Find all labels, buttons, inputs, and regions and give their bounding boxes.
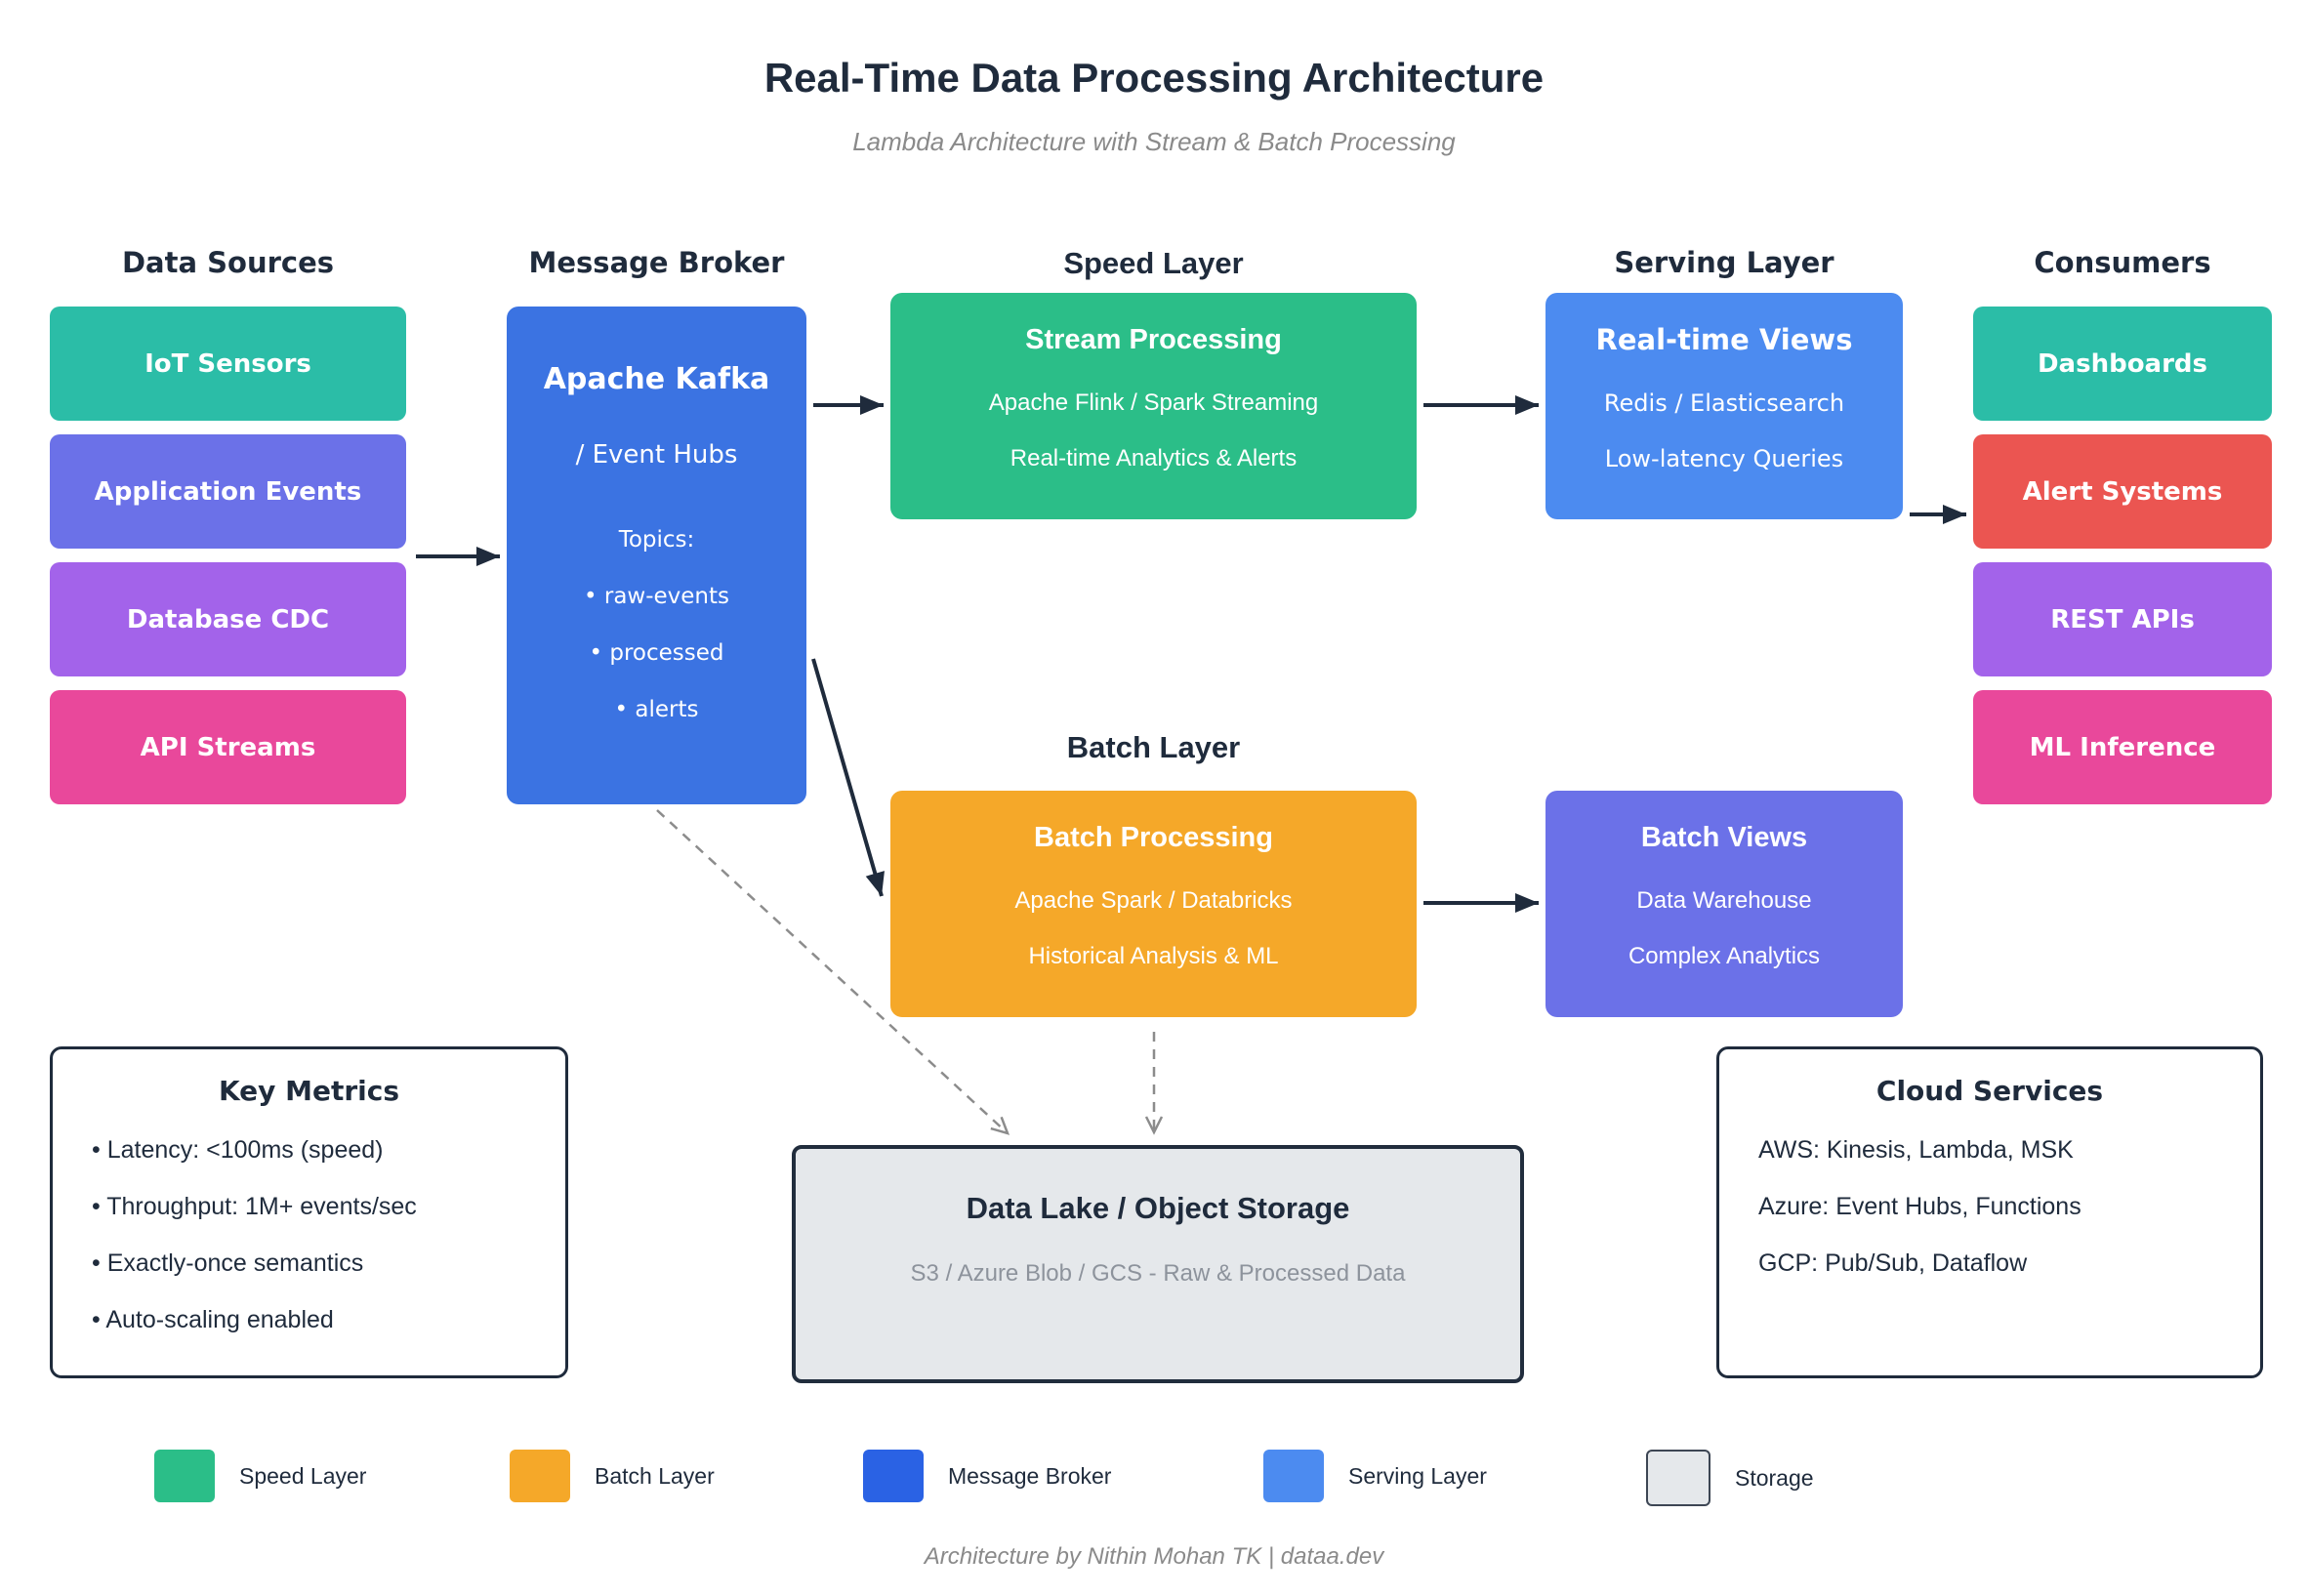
kafka-title: Apache Kafka	[543, 362, 770, 396]
batch-processing-title: Batch Processing	[1034, 822, 1273, 853]
node-dashboards: Dashboards	[1973, 307, 2272, 421]
page-subtitle: Lambda Architecture with Stream & Batch …	[852, 127, 1456, 156]
kafka-topic-raw-events: • raw-events	[583, 584, 730, 609]
legend-item-storage: Storage	[1646, 1450, 1814, 1506]
node-api-streams: API Streams	[50, 690, 406, 804]
legend-item-batch-layer: Batch Layer	[510, 1450, 715, 1502]
key-metric-autoscaling: • Auto-scaling enabled	[92, 1306, 334, 1333]
data-lake-subtitle: S3 / Azure Blob / GCS - Raw & Processed …	[910, 1260, 1406, 1287]
node-rest-apis: REST APIs	[1973, 562, 2272, 676]
legend-swatch-batch-layer	[510, 1450, 570, 1502]
key-metrics-panel: Key Metrics • Latency: <100ms (speed) • …	[50, 1046, 568, 1378]
batch-views-title: Batch Views	[1640, 822, 1808, 853]
node-database-cdc: Database CDC	[50, 562, 406, 676]
column-header-message-broker: Message Broker	[528, 246, 785, 279]
column-header-speed-layer: Speed Layer	[1063, 246, 1244, 280]
cloud-service-gcp: GCP: Pub/Sub, Dataflow	[1758, 1249, 2028, 1277]
key-metric-throughput: • Throughput: 1M+ events/sec	[92, 1193, 417, 1220]
real-time-views-title: Real-time Views	[1595, 323, 1853, 356]
stream-processing-line: Real-time Analytics & Alerts	[1010, 445, 1298, 471]
legend-item-speed-layer: Speed Layer	[154, 1450, 366, 1502]
kafka-subtitle: / Event Hubs	[575, 440, 738, 470]
batch-views-line: Data Warehouse	[1636, 887, 1812, 914]
legend-label: Batch Layer	[595, 1462, 715, 1489]
batch-views-line: Complex Analytics	[1628, 943, 1821, 969]
legend-swatch-message-broker	[863, 1450, 924, 1502]
batch-processing-line: Apache Spark / Databricks	[1014, 887, 1293, 914]
key-metric-semantics: • Exactly-once semantics	[92, 1249, 364, 1277]
cloud-service-azure: Azure: Event Hubs, Functions	[1758, 1193, 2081, 1220]
legend-label: Message Broker	[948, 1462, 1112, 1489]
legend-swatch-storage	[1646, 1450, 1710, 1506]
attribution-footer: Architecture by Nithin Mohan TK | dataa.…	[924, 1543, 1384, 1570]
column-header-data-sources: Data Sources	[121, 246, 335, 279]
legend-item-message-broker: Message Broker	[863, 1450, 1111, 1502]
real-time-views-line: Redis / Elasticsearch	[1603, 389, 1845, 417]
node-ml-inference: ML Inference	[1973, 690, 2272, 804]
node-iot-sensors: IoT Sensors	[50, 307, 406, 421]
cloud-services-title: Cloud Services	[1875, 1075, 2104, 1107]
column-header-serving-layer: Serving Layer	[1614, 246, 1834, 279]
node-data-lake: Data Lake / Object Storage S3 / Azure Bl…	[792, 1145, 1524, 1383]
node-batch-processing: Batch Processing Apache Spark / Databric…	[890, 791, 1417, 1017]
cloud-service-aws: AWS: Kinesis, Lambda, MSK	[1758, 1136, 2074, 1164]
legend-swatch-speed-layer	[154, 1450, 215, 1502]
data-lake-title: Data Lake / Object Storage	[966, 1191, 1350, 1225]
legend-label: Serving Layer	[1348, 1462, 1487, 1489]
real-time-views-line: Low-latency Queries	[1604, 445, 1844, 472]
stream-processing-title: Stream Processing	[1025, 324, 1282, 355]
legend-label: Storage	[1735, 1464, 1814, 1491]
key-metrics-title: Key Metrics	[218, 1075, 400, 1107]
key-metric-latency: • Latency: <100ms (speed)	[92, 1136, 384, 1164]
node-apache-kafka: Apache Kafka / Event Hubs Topics: • raw-…	[507, 307, 806, 804]
cloud-services-panel: Cloud Services AWS: Kinesis, Lambda, MSK…	[1716, 1046, 2263, 1378]
legend-swatch-serving-layer	[1263, 1450, 1324, 1502]
kafka-topic-alerts: • alerts	[614, 697, 699, 722]
node-application-events: Application Events	[50, 434, 406, 549]
node-real-time-views: Real-time Views Redis / Elasticsearch Lo…	[1546, 293, 1903, 519]
batch-processing-line: Historical Analysis & ML	[1028, 943, 1279, 969]
node-stream-processing: Stream Processing Apache Flink / Spark S…	[890, 293, 1417, 519]
node-batch-views: Batch Views Data Warehouse Complex Analy…	[1546, 791, 1903, 1017]
node-alert-systems: Alert Systems	[1973, 434, 2272, 549]
page-title: Real-Time Data Processing Architecture	[763, 55, 1545, 101]
stream-processing-line: Apache Flink / Spark Streaming	[988, 389, 1319, 416]
arrow-broker-to-batch	[811, 658, 885, 897]
legend-item-serving-layer: Serving Layer	[1263, 1450, 1487, 1502]
kafka-topics-label: Topics:	[618, 527, 695, 552]
legend-label: Speed Layer	[239, 1462, 367, 1489]
kafka-topic-processed: • processed	[589, 640, 724, 666]
column-header-consumers: Consumers	[2034, 246, 2211, 279]
column-header-batch-layer: Batch Layer	[1066, 730, 1241, 764]
